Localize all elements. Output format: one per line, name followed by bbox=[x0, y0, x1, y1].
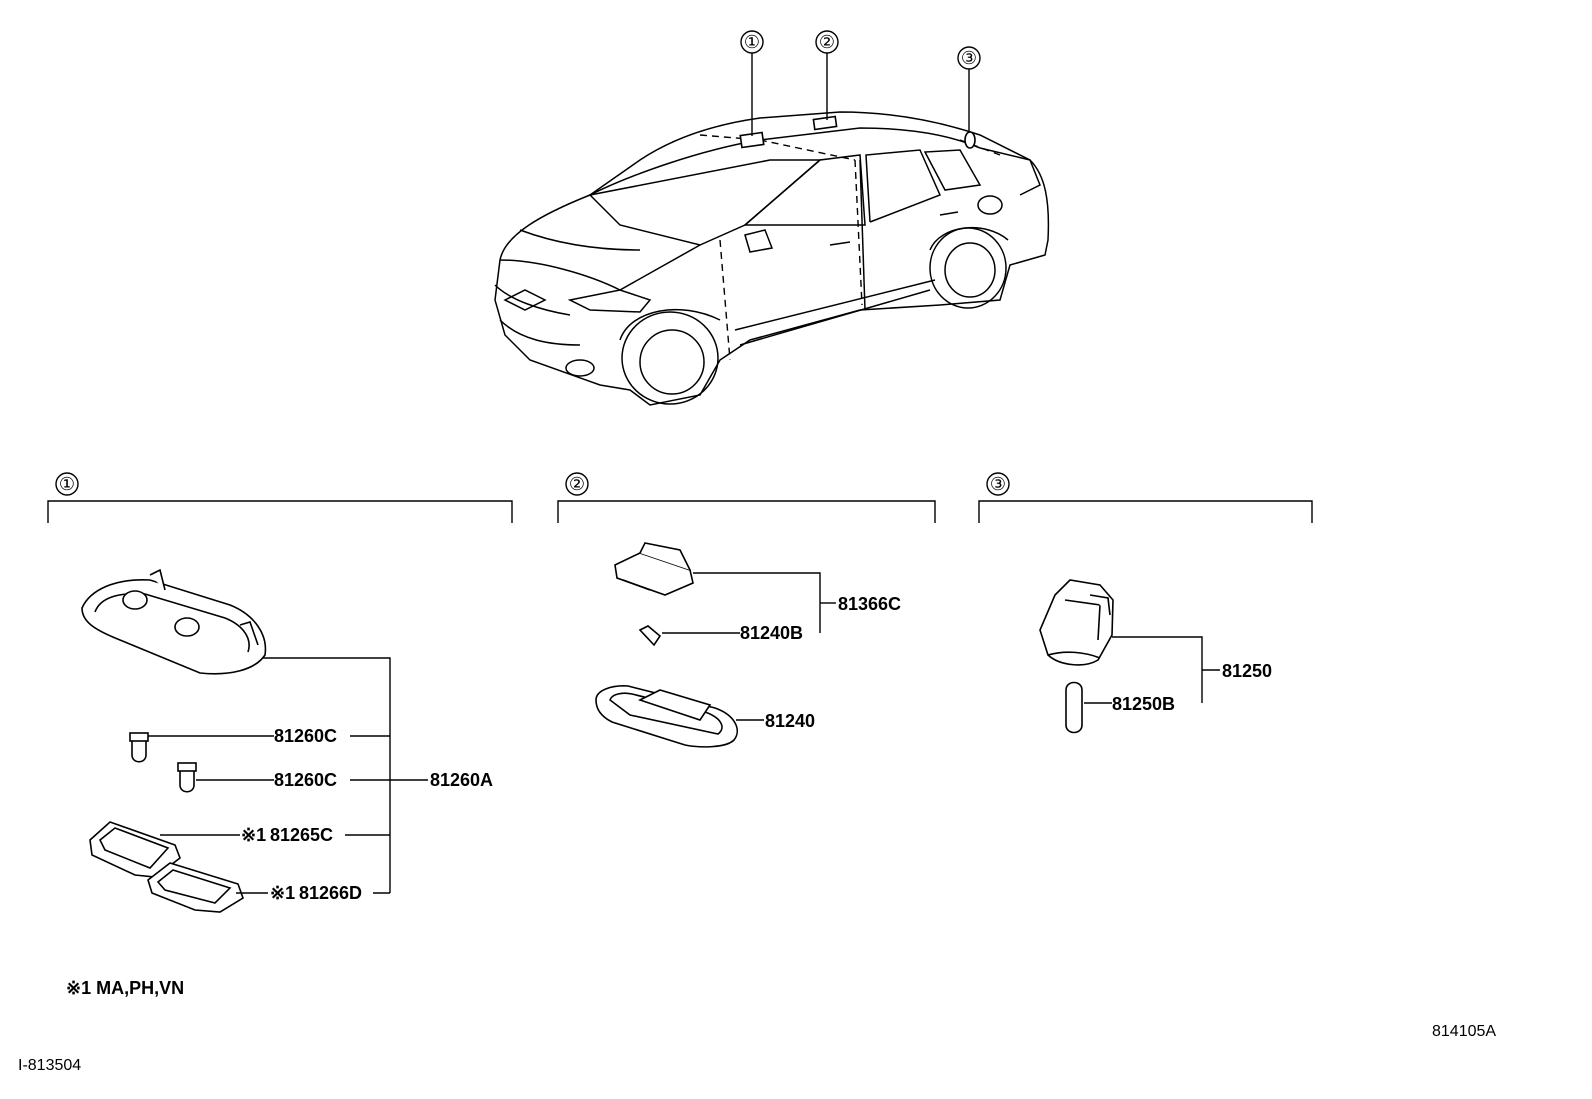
group-bracket bbox=[557, 500, 936, 523]
bulb-icon bbox=[177, 762, 197, 793]
switch-icon bbox=[614, 542, 694, 596]
bulb-icon bbox=[638, 625, 662, 647]
lens-icon bbox=[147, 862, 244, 913]
part-number: 81266D bbox=[299, 883, 362, 903]
group-2: ② 81366C 81240B 81240 bbox=[557, 472, 936, 748]
part-number: 81366C bbox=[838, 594, 901, 614]
lens-icon bbox=[595, 685, 739, 748]
footnote: ※1 MA,PH,VN bbox=[66, 978, 184, 998]
part-number: 81265C bbox=[270, 825, 333, 845]
bulb-icon bbox=[1065, 681, 1083, 734]
car-callout-1: ① bbox=[740, 30, 764, 136]
part-number: 81260A bbox=[430, 770, 493, 790]
bulb-icon bbox=[129, 732, 149, 763]
group-3: ③ 81250 81250B bbox=[978, 472, 1313, 734]
lamp-location-2 bbox=[812, 115, 838, 131]
group-1: ① bbox=[47, 472, 513, 913]
note-mark: ※1 bbox=[241, 825, 266, 845]
callout-number: ② bbox=[819, 32, 835, 53]
callout-number: ① bbox=[744, 32, 760, 53]
car-illustration bbox=[494, 111, 1050, 406]
group-bracket bbox=[978, 500, 1313, 523]
car-callout-3: ③ bbox=[957, 46, 981, 132]
lamp-socket-icon bbox=[1039, 579, 1114, 666]
lamp-location-3 bbox=[964, 131, 976, 149]
part-number: 81260C bbox=[274, 770, 337, 790]
page-code: I-813504 bbox=[18, 1057, 81, 1074]
group-bracket bbox=[47, 500, 513, 523]
part-number: 81250 bbox=[1222, 661, 1272, 681]
lamp-location-1 bbox=[739, 131, 765, 149]
group-callout: ③ bbox=[990, 474, 1006, 495]
note-mark: ※1 bbox=[270, 883, 295, 903]
part-number: 81240 bbox=[765, 711, 815, 731]
group-callout: ① bbox=[59, 474, 75, 495]
part-number: 81260C bbox=[274, 726, 337, 746]
callout-number: ③ bbox=[961, 48, 977, 69]
diagram-code: 814105A bbox=[1432, 1023, 1496, 1040]
part-number: 81240B bbox=[740, 623, 803, 643]
part-number: 81250B bbox=[1112, 694, 1175, 714]
group-callout: ② bbox=[569, 474, 585, 495]
room-lamp-housing bbox=[81, 568, 267, 675]
car-callout-2: ② bbox=[815, 30, 839, 120]
